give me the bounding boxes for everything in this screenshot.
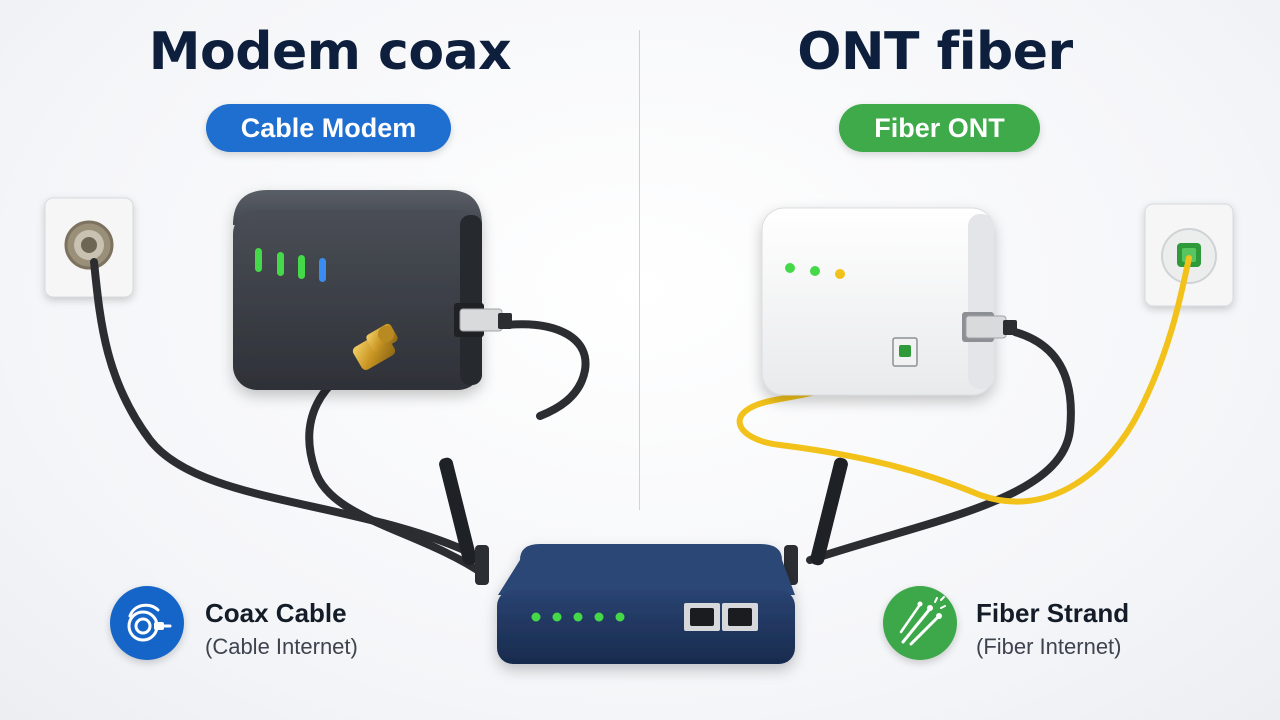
ont-ethernet-cable [806,328,1075,564]
router-led-4 [594,612,604,622]
fiber-wall-outlet [1144,203,1234,307]
router-led-2 [552,612,562,622]
ont-led-2 [810,266,820,276]
coax-wall-outlet [44,197,134,298]
router-antenna-left [439,457,489,585]
router-device [439,457,848,664]
modem-led-2 [277,252,284,276]
modem-led-1 [255,248,262,272]
router-led-3 [573,612,583,622]
center-divider [639,30,640,510]
modem-coax-connector [352,323,398,370]
cable-modem-device [233,190,482,390]
ont-fiber-title: ONT fiber [797,22,1073,82]
fiber-strand-icon [883,586,957,660]
modem-coax-title: Modem coax [148,22,512,82]
fiber-strand-sublabel: (Fiber Internet) [976,634,1122,659]
fiber-strand-label: Fiber Strand [976,598,1130,628]
ont-led-3 [835,269,845,279]
modem-led-3 [298,255,305,279]
router-status-leds [531,612,625,622]
modem-status-leds [255,248,326,282]
cable-modem-badge: Cable Modem [206,104,451,152]
router-ethernet-ports [684,603,758,631]
fiber-patch-cable [736,255,1192,505]
coax-cable-label: Coax Cable [205,598,347,628]
router-led-5 [615,612,625,622]
coax-cable-sublabel: (Cable Internet) [205,634,358,659]
modem-ethernet-port [454,303,512,337]
ont-led-1 [785,263,795,273]
ont-fiber-port [892,337,918,367]
fiber-ont-badge: Fiber ONT [839,104,1040,152]
modem-ethernet-cable [501,320,590,420]
fiber-ont-device [761,207,995,396]
ont-status-leds [785,263,845,279]
router-led-1 [531,612,541,622]
router-antenna-right [784,457,848,585]
ont-ethernet-port [962,312,1017,342]
modem-led-4 [319,258,326,282]
coax-cable-icon [110,586,184,660]
